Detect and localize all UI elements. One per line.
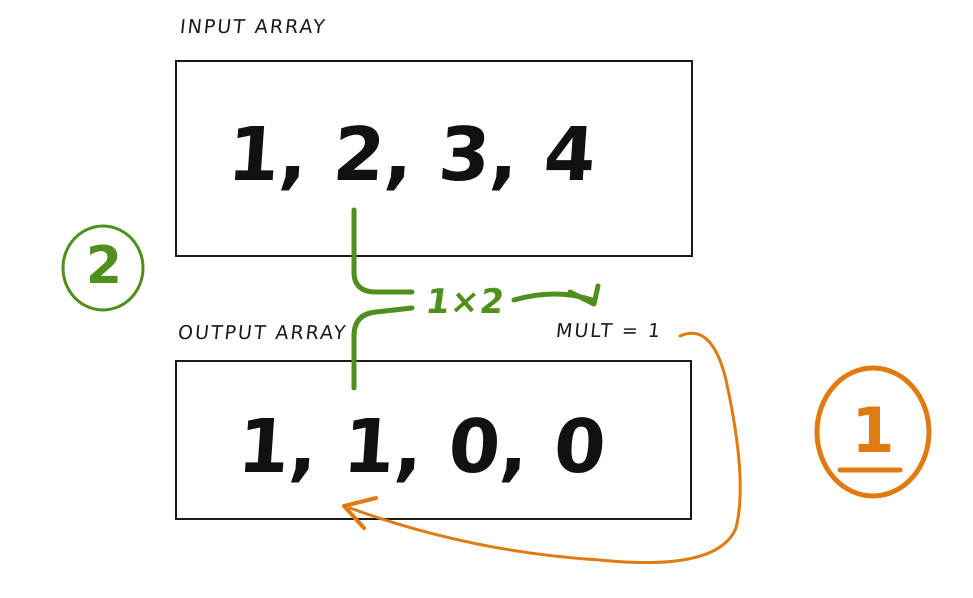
step1-curve-arrow [348,331,742,565]
output-array-box [175,360,692,520]
step1-number: 1 [851,394,895,467]
step2-circle [61,224,145,312]
step2-number: 2 [85,236,123,296]
step2-lower-path [351,305,415,391]
step2-arrow-head [567,283,601,307]
step2-bracket-path [351,207,415,295]
input-array-box [175,60,693,257]
step1-circle [814,365,932,499]
step1-arrow-head [342,496,378,530]
